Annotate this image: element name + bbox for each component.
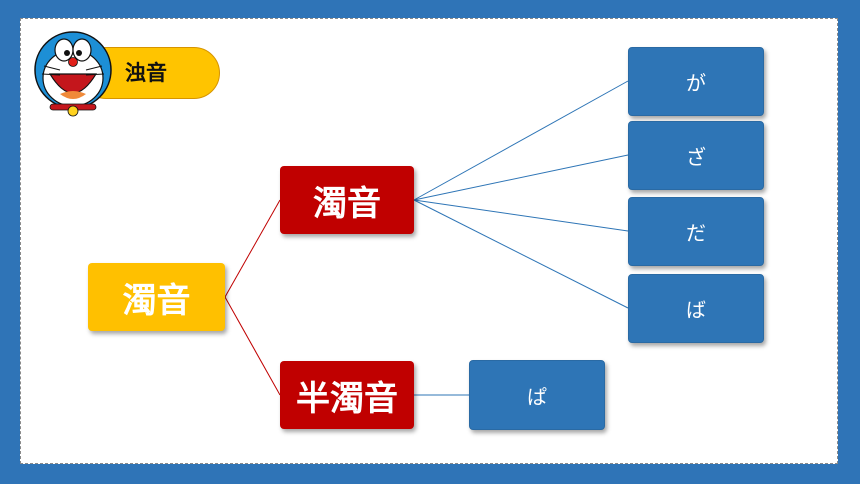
- connector-root-to-dakuon: [224, 199, 281, 298]
- leaf-node-label: ざ: [686, 145, 706, 169]
- leaf-node-ba: ば: [628, 274, 764, 343]
- leaf-node-label: だ: [686, 221, 706, 245]
- leaf-node-ga: が: [628, 47, 764, 116]
- slide-title: 浊音: [125, 61, 167, 85]
- root-node-label: 濁音: [122, 280, 191, 321]
- connector-dakuon-to-ga: [413, 80, 629, 201]
- leaf-node-label: ぱ: [527, 384, 547, 409]
- connector-root-to-handakuon: [224, 296, 281, 396]
- branch-node-dakuon: 濁音: [280, 166, 414, 234]
- root-node: 濁音: [88, 263, 225, 331]
- leaf-node-label: ば: [686, 298, 706, 322]
- leaf-node-pa: ぱ: [469, 360, 605, 430]
- connector-dakuon-to-za: [413, 154, 629, 201]
- branch-node-label: 濁音: [313, 183, 381, 224]
- connector-dakuon-to-da: [413, 199, 629, 232]
- doraemon-mascot-icon: [34, 31, 112, 117]
- leaf-node-label: が: [686, 71, 706, 95]
- branch-node-handakuon: 半濁音: [280, 361, 414, 429]
- leaf-node-za: ざ: [628, 121, 764, 190]
- connector-dakuon-to-ba: [413, 199, 629, 309]
- leaf-node-da: だ: [628, 197, 764, 266]
- branch-node-label: 半濁音: [296, 378, 398, 419]
